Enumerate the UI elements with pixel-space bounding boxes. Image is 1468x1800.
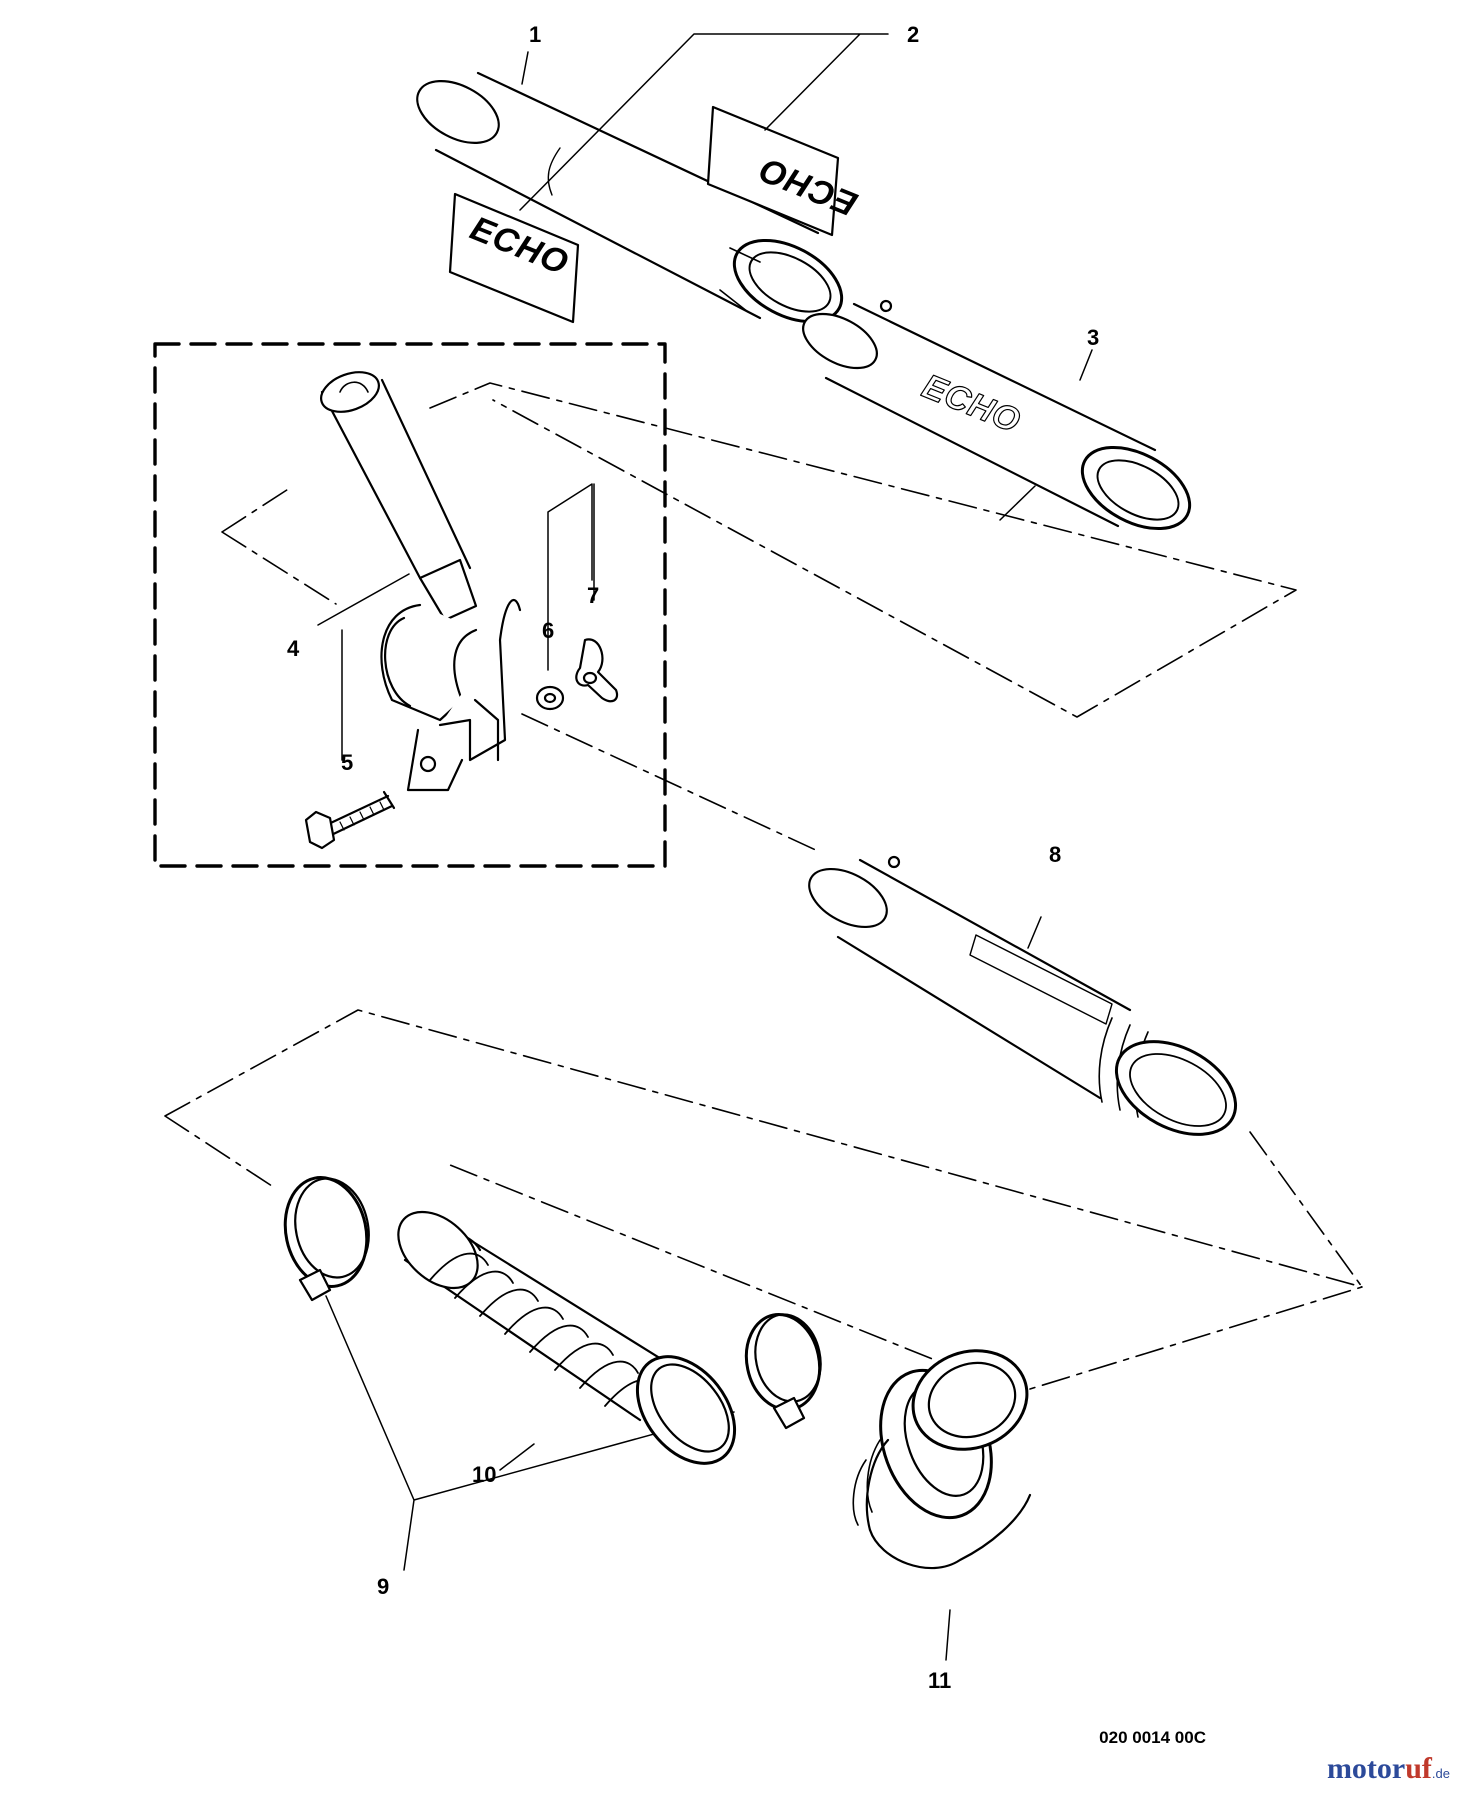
assembly-line-clamp	[521, 713, 821, 853]
figure-code: 020 0014 00C	[1099, 1728, 1206, 1747]
part-9-hose-clamp-lower	[744, 1312, 822, 1430]
assembly-line-pipes	[221, 382, 1297, 718]
callout-11: 11	[928, 1668, 951, 1693]
part-10-corrugated-hose	[397, 1210, 737, 1471]
part-2-decal-right: ECHO	[706, 105, 863, 237]
callout-10: 10	[472, 1462, 496, 1487]
kit-dashed-box	[153, 342, 667, 868]
part-7-wing-nut	[575, 638, 619, 703]
part-11-elbow	[852, 1349, 1032, 1661]
callout-2: 2	[907, 22, 919, 47]
part-9-hose-clamp-upper	[283, 1176, 370, 1302]
assembly-line-lower	[164, 1009, 1363, 1394]
part-1-upper-pipe	[416, 71, 844, 324]
watermark-main: motor	[1326, 1752, 1406, 1785]
part-5-bolt	[304, 790, 396, 850]
callout-6: 6	[542, 618, 554, 643]
callout-4: 4	[287, 636, 300, 661]
callout-7: 7	[587, 583, 599, 608]
watermark-logo: motoruf.de	[1327, 1752, 1450, 1786]
part-4-handle-clamp	[320, 371, 522, 792]
leader-line-10	[499, 1443, 535, 1471]
callout-8: 8	[1049, 842, 1061, 867]
callout-1: 1	[529, 22, 541, 47]
callout-9: 9	[377, 1574, 389, 1599]
decal-echo-outline: ECHO	[917, 367, 1026, 441]
leader-lines-9	[325, 1295, 735, 1571]
callout-5: 5	[341, 750, 353, 775]
leader-lines-4-7	[317, 483, 595, 761]
leader-lines-1-3-8	[519, 33, 1093, 949]
callout-3: 3	[1087, 325, 1099, 350]
part-3-middle-pipe: ECHO	[802, 299, 1192, 531]
leader-line-11	[945, 1609, 951, 1661]
part-6-washer	[535, 685, 565, 711]
watermark-accent: uf	[1405, 1752, 1432, 1785]
part-8-lower-pipe	[808, 855, 1238, 1136]
watermark-suffix: .de	[1431, 1766, 1450, 1781]
